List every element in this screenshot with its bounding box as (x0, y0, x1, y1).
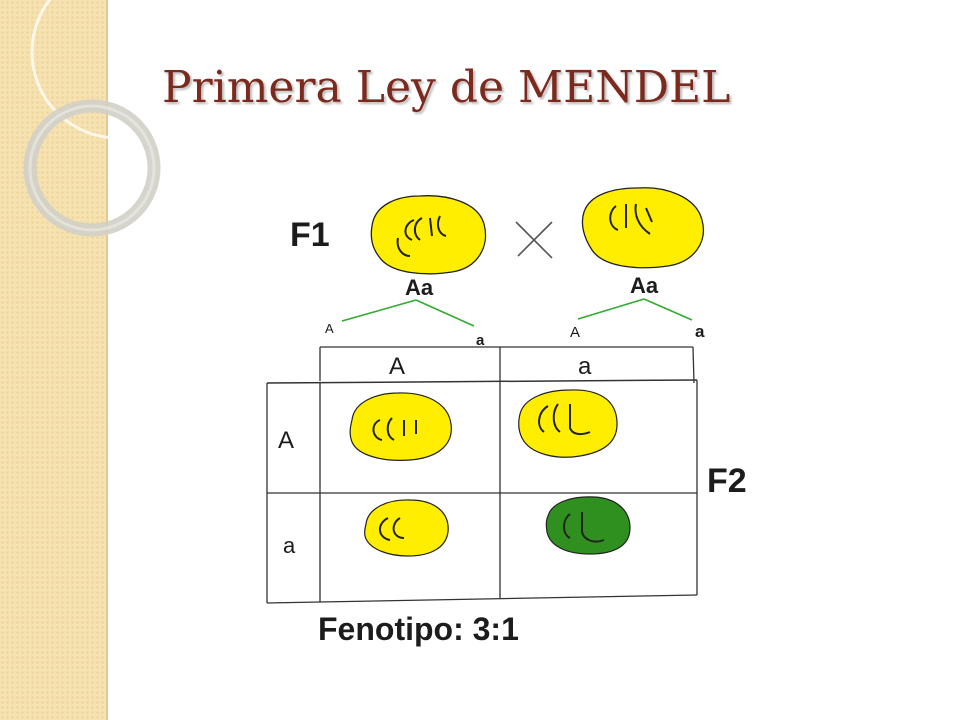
punnett-square-grid (266, 346, 698, 604)
f1-label: F1 (290, 216, 330, 254)
cross-symbol (515, 221, 553, 259)
row-header-a: a (283, 533, 296, 558)
punnett-cell-aa-pea (545, 496, 631, 555)
parent-1-genotype: Aa (405, 275, 434, 300)
punnett-cell-AA-pea (349, 392, 452, 461)
slide-title: Primera Ley de MENDEL (162, 62, 731, 113)
row-header-A: A (278, 427, 294, 454)
punnett-cell-aA-pea (363, 499, 449, 557)
parent-1-pea (370, 195, 487, 275)
parent-2-gamete-left: A (570, 324, 580, 341)
f2-label: F2 (707, 462, 747, 500)
parent-2-genotype: Aa (630, 273, 659, 298)
gamete-split-lines (341, 298, 693, 327)
parent-1-gamete-right: a (476, 332, 485, 349)
column-header-a: a (578, 353, 592, 380)
parent-1-gamete-left: A (325, 321, 334, 336)
parent-2-gamete-right: a (695, 322, 705, 341)
side-strip-edge (106, 0, 108, 720)
punnett-cell-Aa-pea (518, 389, 618, 458)
column-header-A: A (389, 353, 405, 380)
decorative-circles (23, 0, 180, 237)
phenotype-ratio: Fenotipo: 3:1 (318, 611, 519, 647)
parent-2-pea (581, 187, 704, 269)
